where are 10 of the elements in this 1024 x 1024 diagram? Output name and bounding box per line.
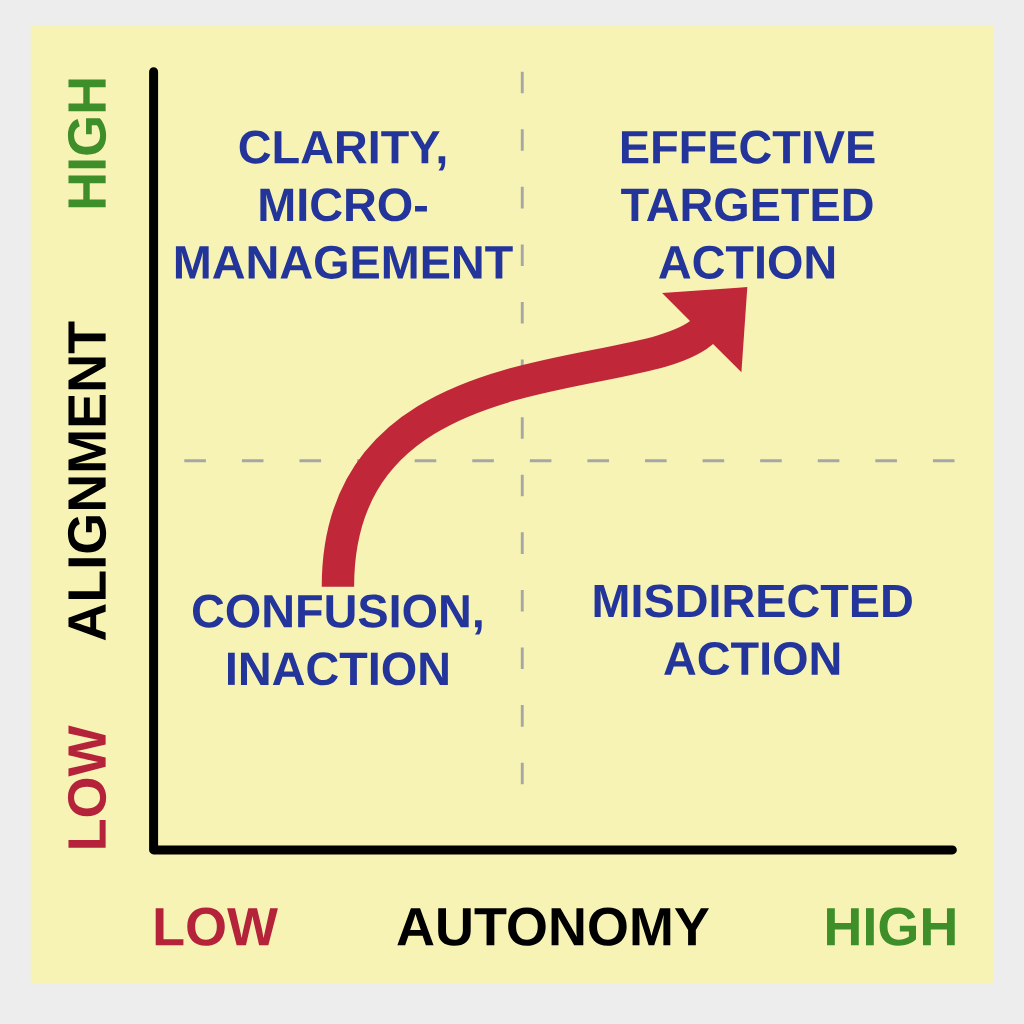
quadrant-label: CLARITY, MICRO-MANAGEMENT	[175, 130, 513, 279]
quadrant-label: CONFUSION, INACTION	[193, 594, 482, 686]
quadrant-label: EFFECTIVE TARGETED ACTION	[621, 130, 875, 279]
axis-title: ALIGNMENT	[67, 321, 107, 641]
quadrant-label: MISDIRECTED ACTION	[594, 584, 912, 676]
axis-end-label: HIGH	[67, 79, 107, 208]
axis-end-label: LOW	[155, 907, 278, 946]
axis-end-label: HIGH	[827, 907, 955, 946]
axis-title: AUTONOMY	[397, 907, 710, 946]
axis-end-label: LOW	[67, 725, 107, 848]
